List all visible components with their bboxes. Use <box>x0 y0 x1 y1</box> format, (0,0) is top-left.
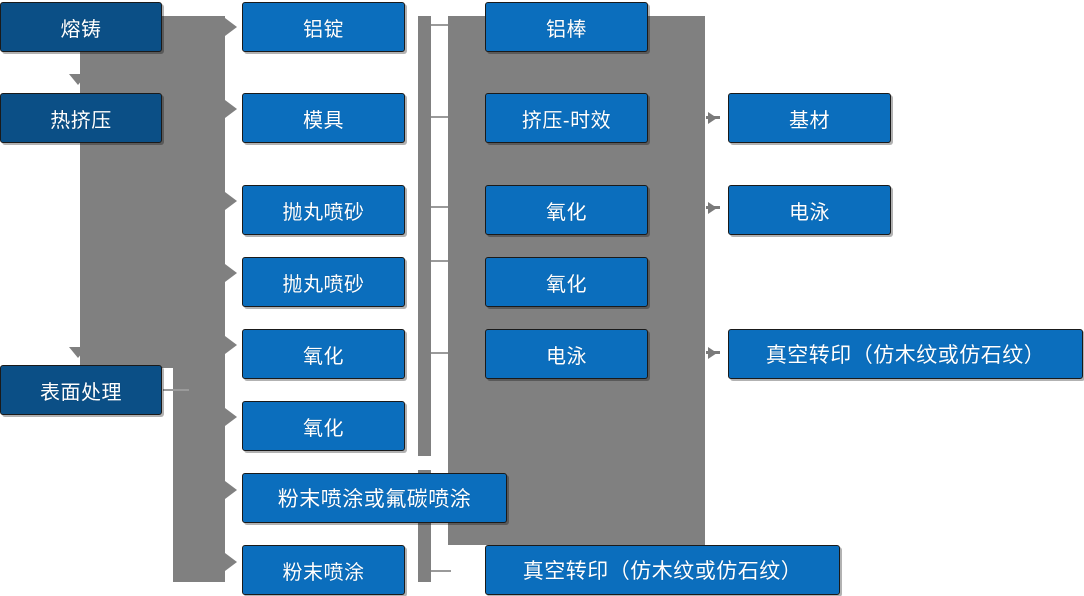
input-box-mold[interactable]: 模具 <box>242 93 405 143</box>
connector-band-middle-collector <box>418 16 431 456</box>
stage-label-hot-extrusion: 热挤压 <box>50 109 112 132</box>
arrow-down-to-hot-extrusion <box>69 74 87 85</box>
tie-line-6 <box>431 570 451 572</box>
input-box-oxidation-1[interactable]: 氧化 <box>242 329 405 379</box>
input-box-shot-blasting-1[interactable]: 抛丸喷砂 <box>242 185 405 235</box>
arrow-to-input-mold <box>225 100 237 118</box>
arrow-to-input-powder-or-pvdf-coating <box>225 481 237 499</box>
output-box-vacuum-transfer-print[interactable]: 真空转印（仿木纹或仿石纹） <box>728 329 1083 379</box>
connector-band-left-narrow <box>173 368 225 582</box>
stage-box-melting-casting[interactable]: 熔铸 <box>0 2 162 52</box>
input-label-aluminum-ingot: 铝锭 <box>303 18 344 41</box>
process-box-electrophoresis[interactable]: 电泳 <box>485 329 648 379</box>
input-label-shot-blasting-2: 抛丸喷砂 <box>282 273 365 296</box>
input-label-powder-coating: 粉末喷涂 <box>282 561 365 584</box>
output-label-electrophoresis: 电泳 <box>789 201 830 224</box>
connector-band-left-wide <box>80 16 225 368</box>
arrow-to-output-vacuum-transfer-print <box>708 347 717 359</box>
arrow-to-input-oxidation-2 <box>225 408 237 426</box>
output-box-base-material[interactable]: 基材 <box>728 93 891 143</box>
input-box-powder-or-pvdf-coating[interactable]: 粉末喷涂或氟碳喷涂 <box>242 473 507 523</box>
input-box-shot-blasting-2[interactable]: 抛丸喷砂 <box>242 257 405 307</box>
tie-line-4 <box>431 260 451 262</box>
stage-label-surface-treatment: 表面处理 <box>40 381 122 404</box>
stage-label-melting-casting: 熔铸 <box>60 18 102 41</box>
process-label-extrusion-aging: 挤压-时效 <box>521 109 612 132</box>
arrow-to-input-shot-blasting-2 <box>225 264 237 282</box>
input-box-powder-coating[interactable]: 粉末喷涂 <box>242 545 405 595</box>
tie-line-3 <box>431 206 451 208</box>
arrow-to-input-powder-coating <box>225 553 237 571</box>
stage-box-hot-extrusion[interactable]: 热挤压 <box>0 93 162 143</box>
arrow-to-output-electrophoresis <box>708 202 717 214</box>
output-label-base-material: 基材 <box>789 109 830 132</box>
arrow-down-to-surface-treatment <box>69 347 87 358</box>
arrow-to-input-aluminum-ingot <box>225 18 237 36</box>
input-label-oxidation-2: 氧化 <box>303 417 344 440</box>
input-label-oxidation-1: 氧化 <box>303 345 344 368</box>
process-box-extrusion-aging[interactable]: 挤压-时效 <box>485 93 648 143</box>
output-label-vacuum-transfer-print: 真空转印（仿木纹或仿石纹） <box>765 344 1046 367</box>
arrow-to-input-shot-blasting-1 <box>225 192 237 210</box>
input-box-aluminum-ingot[interactable]: 铝锭 <box>242 2 405 52</box>
process-box-oxidation-2[interactable]: 氧化 <box>485 257 648 307</box>
process-label-oxidation-1: 氧化 <box>546 201 587 224</box>
process-box-oxidation-1[interactable]: 氧化 <box>485 185 648 235</box>
connector-surface-treatment-stub <box>163 389 189 391</box>
process-label-electrophoresis: 电泳 <box>546 345 587 368</box>
arrow-to-input-oxidation-1 <box>225 336 237 354</box>
input-box-oxidation-2[interactable]: 氧化 <box>242 401 405 451</box>
process-box-vacuum-transfer[interactable]: 真空转印（仿木纹或仿石纹） <box>485 545 840 595</box>
tie-line-1 <box>431 24 451 26</box>
input-label-powder-or-pvdf-coating: 粉末喷涂或氟碳喷涂 <box>277 488 472 511</box>
process-box-aluminum-bar[interactable]: 铝棒 <box>485 2 648 52</box>
tie-line-2 <box>431 116 451 118</box>
input-label-shot-blasting-1: 抛丸喷砂 <box>282 201 365 224</box>
process-label-aluminum-bar: 铝棒 <box>546 18 587 41</box>
arrow-to-output-base-material <box>708 112 717 124</box>
process-label-vacuum-transfer: 真空转印（仿木纹或仿石纹） <box>522 560 803 583</box>
tie-line-5 <box>431 352 451 354</box>
input-label-mold: 模具 <box>303 109 344 132</box>
output-box-electrophoresis[interactable]: 电泳 <box>728 185 891 235</box>
stage-box-surface-treatment[interactable]: 表面处理 <box>0 365 162 415</box>
process-label-oxidation-2: 氧化 <box>546 273 587 296</box>
